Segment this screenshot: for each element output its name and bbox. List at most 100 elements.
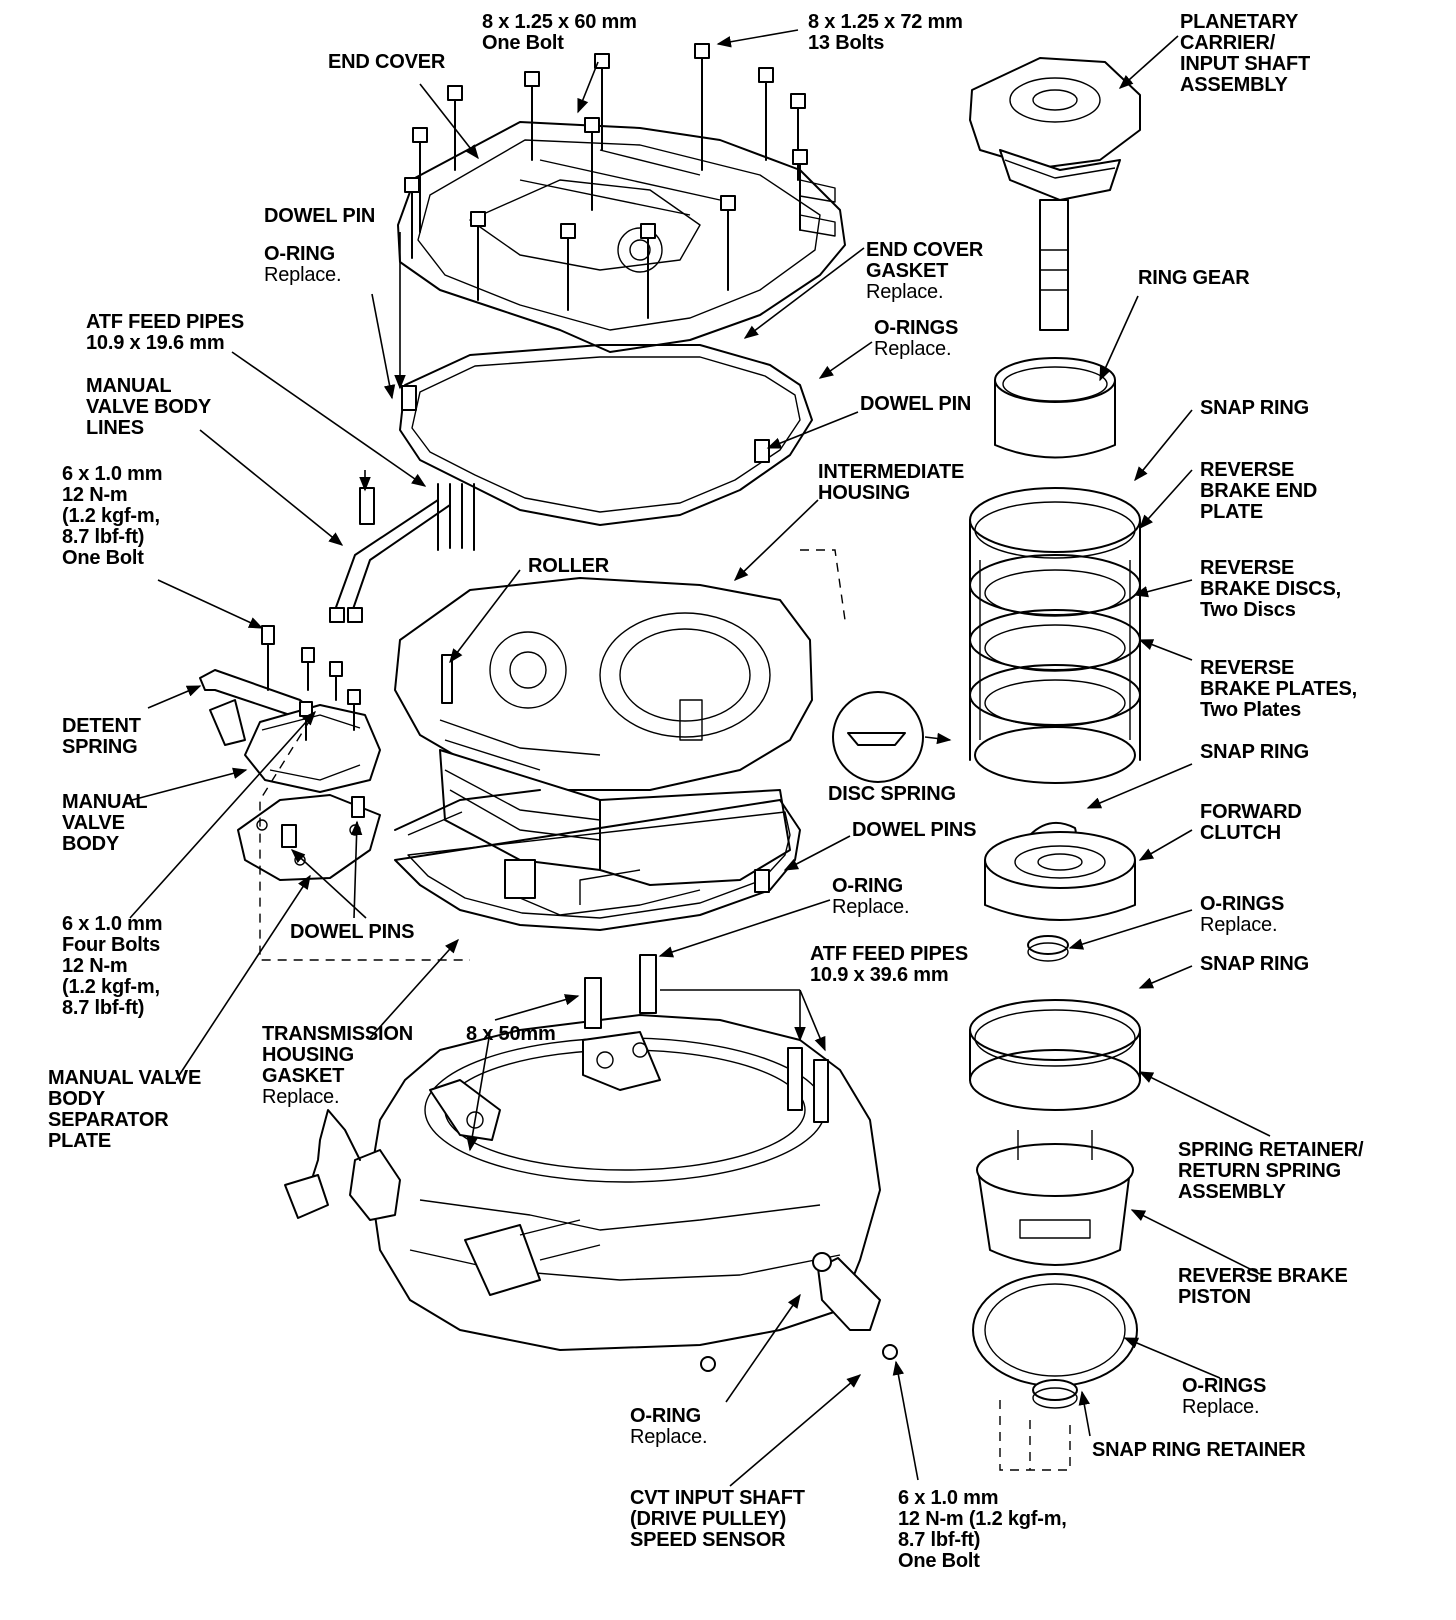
label-detent-spring: DETENT SPRING (62, 716, 141, 758)
label-line: Replace. (630, 1426, 708, 1448)
label-o-rings-mid: O-RINGS Replace. (874, 318, 958, 360)
label-line: 6 x 1.0 mm (62, 913, 163, 935)
label-line: Replace. (832, 896, 910, 918)
label-o-rings-forward: O-RINGS Replace. (1200, 894, 1284, 936)
label-line: 12 N-m (62, 484, 128, 506)
transmission-housing-gasket (394, 789, 801, 931)
label-line: REVERSE (1200, 459, 1295, 481)
label-line: Replace. (874, 338, 952, 360)
label-line: ROLLER (528, 555, 610, 577)
speed-sensor (812, 1252, 898, 1360)
label-line: REVERSE BRAKE (1178, 1265, 1348, 1287)
label-line: Replace. (264, 264, 342, 286)
label-bolt-72: 8 x 1.25 x 72 mm 13 Bolts (808, 12, 963, 54)
label-line: SNAP RING (1200, 953, 1309, 975)
label-line: DETENT (62, 715, 141, 737)
label-line: FORWARD (1200, 801, 1302, 823)
label-line: END COVER (328, 51, 446, 73)
label-line: DOWEL PIN (860, 393, 972, 415)
label-line: 8.7 lbf-ft) (62, 526, 145, 548)
label-disc-spring: DISC SPRING (828, 784, 956, 805)
ring-gear (994, 357, 1116, 459)
planetary-carrier-input-shaft (969, 57, 1141, 331)
label-line: PISTON (1178, 1286, 1251, 1308)
label-line: Replace. (1182, 1396, 1260, 1418)
label-line: MANUAL (62, 791, 148, 813)
dowel-pin-mid (754, 439, 770, 463)
snap-ring-large (969, 999, 1141, 1111)
label-line: VALVE (62, 812, 125, 834)
dowel-pin-top (401, 385, 417, 411)
atf-feed-pipes-large (787, 1047, 829, 1123)
spring-retainer (976, 1130, 1134, 1266)
label-atf-feed-pipes-small: ATF FEED PIPES 10.9 x 19.6 mm (86, 312, 244, 354)
label-line: GASKET (866, 260, 949, 282)
label-speed-sensor: CVT INPUT SHAFT (DRIVE PULLEY) SPEED SEN… (630, 1488, 805, 1551)
label-line: O-RINGS (1182, 1375, 1267, 1397)
label-line: O-RING (264, 243, 336, 265)
manual-valve-body-lines (329, 499, 451, 623)
label-end-cover: END COVER (328, 52, 445, 73)
o-ring-pin (359, 487, 375, 525)
label-line: ATF FEED PIPES (86, 311, 244, 333)
dowel-pin-gasket (754, 869, 770, 893)
label-line: 8.7 lbf-ft) (62, 997, 145, 1019)
atf-feed-pipes-small (437, 483, 475, 551)
label-line: RING GEAR (1138, 267, 1250, 289)
label-line: LINES (86, 417, 144, 439)
label-forward-clutch: FORWARD CLUTCH (1200, 802, 1302, 844)
label-line: PLATE (1200, 501, 1264, 523)
disc-spring (832, 691, 952, 783)
label-line: CARRIER/ (1180, 32, 1276, 54)
label-line: 6 x 1.0 mm (898, 1487, 999, 1509)
label-line: REVERSE (1200, 657, 1295, 679)
leader-lines (129, 29, 1271, 1487)
label-line: Two Plates (1200, 699, 1301, 721)
label-line: SPRING (62, 736, 138, 758)
reverse-brake-pack (969, 487, 1141, 784)
label-line: 6 x 1.0 mm (62, 463, 163, 485)
label-line: 8.7 lbf-ft) (898, 1529, 981, 1551)
label-line: DISC SPRING (828, 783, 956, 805)
label-snap-ring-2: SNAP RING (1200, 742, 1309, 763)
o-rings-forward (1027, 935, 1069, 962)
label-reverse-brake-plates: REVERSE BRAKE PLATES, Two Plates (1200, 658, 1357, 721)
label-atf-feed-pipes-large: ATF FEED PIPES 10.9 x 39.6 mm (810, 944, 968, 986)
label-line: BRAKE DISCS, (1200, 578, 1341, 600)
label-snap-ring-1: SNAP RING (1200, 398, 1309, 419)
label-line: BODY (48, 1088, 105, 1110)
label-line: 13 Bolts (808, 32, 885, 54)
label-reverse-brake-discs: REVERSE BRAKE DISCS, Two Discs (1200, 558, 1341, 621)
label-line: REVERSE (1200, 557, 1295, 579)
label-o-ring-mid: O-RING Replace. (832, 876, 910, 918)
label-manual-valve-body: MANUAL VALVE BODY (62, 791, 148, 855)
label-line: SEPARATOR (48, 1109, 169, 1131)
label-bolt-sensor: 6 x 1.0 mm 12 N-m (1.2 kgf-m, 8.7 lbf-ft… (898, 1488, 1067, 1572)
label-line: BODY (62, 833, 119, 855)
snap-ring-retainer (1032, 1379, 1078, 1409)
label-line: 10.9 x 39.6 mm (810, 964, 949, 986)
alignment-lines (259, 549, 1071, 1471)
label-line: MANUAL VALVE (48, 1067, 202, 1089)
label-line: O-RINGS (874, 317, 959, 339)
label-bolt-6x1-four: 6 x 1.0 mm Four Bolts 12 N-m (1.2 kgf-m,… (62, 914, 162, 1019)
label-line: Two Discs (1200, 599, 1296, 621)
label-line: DOWEL PIN (264, 205, 376, 227)
label-line: BRAKE END (1200, 480, 1318, 502)
intermediate-housing (394, 577, 813, 899)
label-line: ASSEMBLY (1178, 1181, 1286, 1203)
label-line: CVT INPUT SHAFT (630, 1487, 805, 1509)
label-line: (DRIVE PULLEY) (630, 1508, 787, 1530)
label-dowel-pins-low: DOWEL PINS (290, 922, 415, 943)
label-bolt-6x1-one: 6 x 1.0 mm 12 N-m (1.2 kgf-m, 8.7 lbf-ft… (62, 464, 162, 569)
label-line: Four Bolts (62, 934, 160, 956)
label-line: HOUSING (818, 482, 910, 504)
reverse-brake-piston (972, 1273, 1138, 1387)
label-line: SPEED SENSOR (630, 1529, 786, 1551)
label-line: 12 N-m (1.2 kgf-m, (898, 1508, 1067, 1530)
label-intermediate-housing: INTERMEDIATE HOUSING (818, 462, 964, 504)
label-line: O-RING (630, 1405, 702, 1427)
pin-8x50 (584, 977, 602, 1029)
label-separator-plate: MANUAL VALVE BODY SEPARATOR PLATE (48, 1068, 201, 1152)
